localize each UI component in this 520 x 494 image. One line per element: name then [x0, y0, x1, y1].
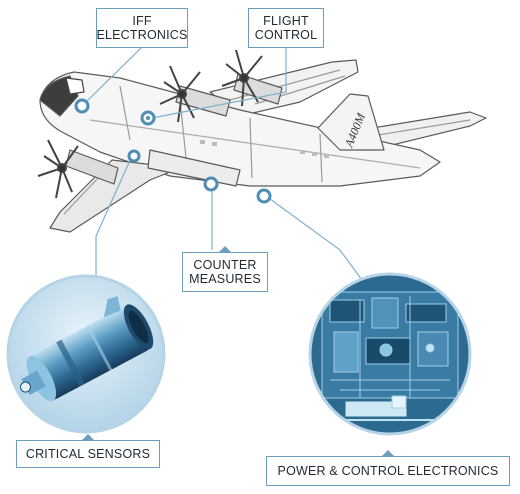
leader-iff — [83, 46, 143, 105]
power-control-photo — [308, 272, 472, 436]
aircraft-sketch: A400M — [37, 49, 487, 233]
marker-critical-sensors — [127, 149, 141, 163]
label-flight-control: FLIGHT CONTROL — [248, 8, 324, 48]
label-critical-sensors: CRITICAL SENSORS — [16, 434, 160, 468]
circuit-board-image — [321, 291, 460, 421]
marker-power-control — [256, 188, 272, 204]
critical-sensors-photo — [6, 274, 166, 434]
leader-power-control — [265, 195, 363, 281]
propeller-2 — [159, 65, 201, 123]
sensor-cylinder-image — [19, 296, 154, 402]
label-iff-electronics: IFF ELECTRONICS — [96, 8, 188, 48]
leader-flight-control — [151, 47, 287, 119]
propeller-1 — [37, 139, 79, 199]
target-markers — [74, 98, 272, 204]
landing-gear-pod — [147, 149, 241, 187]
label-counter-measures: COUNTER MEASURES — [182, 246, 268, 292]
leader-critical-sensors — [95, 155, 133, 276]
vertical-tail — [317, 93, 385, 151]
marker-iff — [74, 98, 90, 114]
label-power-control-electronics: POWER & CONTROL ELECTRONICS — [266, 450, 510, 486]
marker-counter-measures — [203, 176, 219, 192]
leader-lines — [83, 46, 363, 281]
